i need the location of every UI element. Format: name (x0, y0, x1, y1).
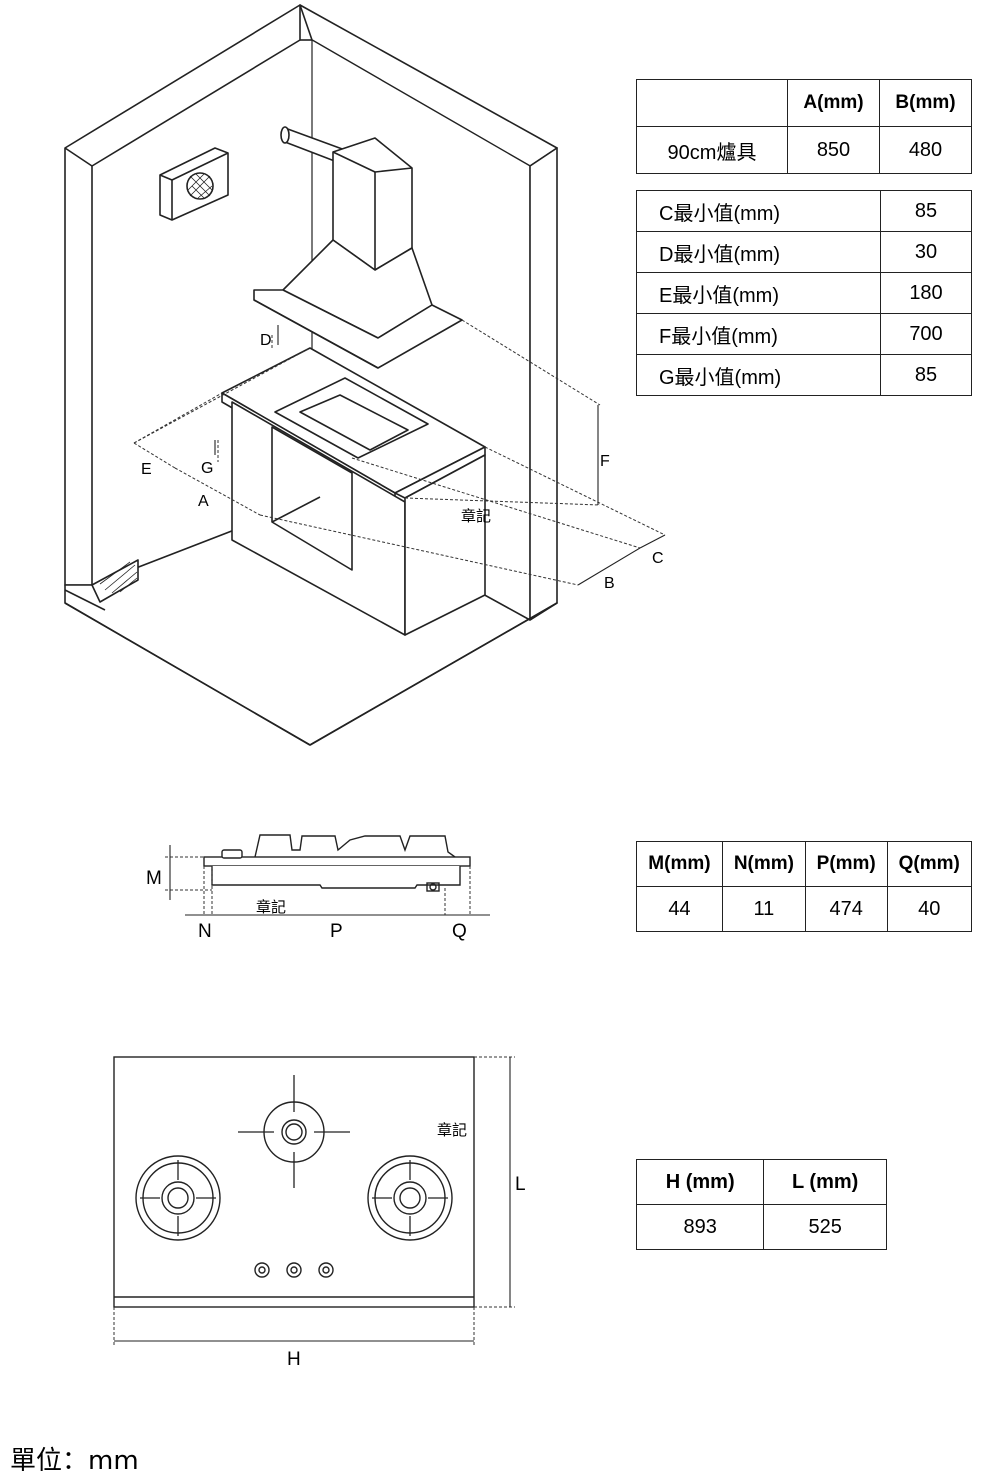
label-q: Q (452, 921, 467, 942)
table-cell: 850 (787, 126, 880, 174)
label-h: H (287, 1349, 301, 1370)
install-dimension-table: A(mm) B(mm) 90cm爐具 850 480 (636, 79, 972, 174)
table-cell: 474 (804, 886, 888, 932)
table-cell: 44 (636, 886, 723, 932)
table-cell: 85 (880, 190, 972, 232)
table-row: E最小值(mm) 180 (636, 272, 972, 314)
table-row: 90cm爐具 850 480 (636, 126, 972, 174)
label-f: F (600, 453, 610, 470)
table-cell: 180 (880, 272, 972, 314)
table-row: 893 525 (635, 1204, 887, 1250)
table-header: Q(mm) (886, 841, 972, 887)
minimum-clearance-table: C最小值(mm) 85 D最小值(mm) 30 E最小值(mm) 180 F最小… (636, 190, 972, 396)
table-row: F最小值(mm) 700 (636, 313, 972, 355)
table-cell: 40 (886, 886, 972, 932)
table-row: G最小值(mm) 85 (636, 354, 972, 396)
table-header: A(mm) (787, 79, 880, 127)
label-e: E (141, 461, 152, 478)
label-b: B (604, 575, 615, 592)
label-g: G (201, 460, 213, 477)
table-cell: D最小值(mm) (636, 231, 881, 273)
label-a: A (198, 493, 209, 510)
stamp-mark-top: 章記 (437, 1121, 467, 1139)
label-c: C (652, 550, 664, 567)
table-header (636, 79, 788, 127)
stamp-mark-side: 章記 (256, 898, 286, 916)
table-cell: 30 (880, 231, 972, 273)
table-header: H (mm) (635, 1159, 765, 1205)
table-cell: 480 (879, 126, 972, 174)
table-cell: 85 (880, 354, 972, 396)
table-row: C最小值(mm) 85 (636, 190, 972, 232)
table-cell: E最小值(mm) (636, 272, 881, 314)
table-header-row: M(mm) N(mm) P(mm) Q(mm) (636, 841, 972, 887)
label-d: D (260, 332, 272, 349)
table-header-row: A(mm) B(mm) (636, 79, 972, 127)
unit-label: 單位：mm (10, 1446, 139, 1476)
table-cell: C最小值(mm) (636, 190, 881, 232)
table-row: 44 11 474 40 (636, 886, 972, 932)
table-cell: 11 (721, 886, 806, 932)
table-header: N(mm) (721, 841, 806, 887)
side-dimension-table: M(mm) N(mm) P(mm) Q(mm) 44 11 474 40 (636, 841, 972, 932)
stamp-mark-iso: 章記 (461, 507, 491, 525)
top-dimension-table: H (mm) L (mm) 893 525 (635, 1159, 887, 1250)
table-cell: 90cm爐具 (636, 126, 788, 174)
table-header: L (mm) (763, 1159, 887, 1205)
table-header-row: H (mm) L (mm) (635, 1159, 887, 1205)
table-cell: F最小值(mm) (636, 313, 881, 355)
table-header: P(mm) (804, 841, 888, 887)
label-n: N (198, 921, 212, 942)
table-cell: G最小值(mm) (636, 354, 881, 396)
table-cell: 893 (635, 1204, 765, 1250)
label-p: P (330, 921, 343, 942)
table-header: M(mm) (636, 841, 723, 887)
table-cell: 700 (880, 313, 972, 355)
table-row: D最小值(mm) 30 (636, 231, 972, 273)
table-header: B(mm) (879, 79, 972, 127)
label-l: L (515, 1174, 526, 1195)
side-view (203, 834, 471, 892)
table-cell: 525 (763, 1204, 887, 1250)
label-m: M (146, 868, 162, 889)
